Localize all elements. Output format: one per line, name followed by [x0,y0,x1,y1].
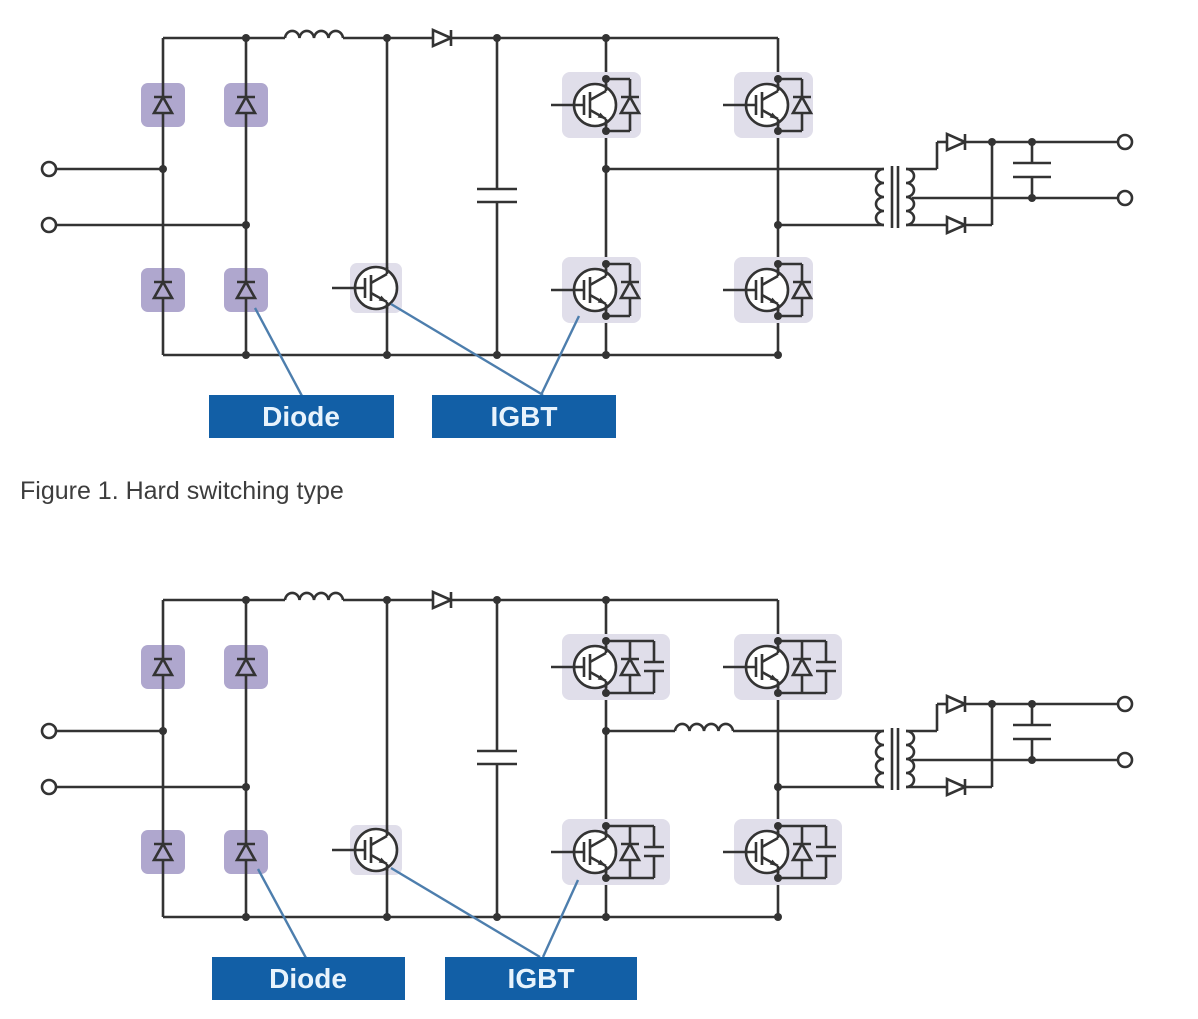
leader-line-igbt [541,879,580,958]
figure1-circuit: Diode IGBT Figure 1. Hard switching type [20,30,1132,505]
igbt-label-box [432,395,616,438]
igbt-label-box [445,957,637,1000]
leader-line-igbt [539,315,581,396]
diode-label: Diode [269,963,347,994]
figure1-caption: Figure 1. Hard switching type [20,477,344,505]
leader-line-igbt [390,866,541,959]
diode-label-box [212,957,405,1000]
resonant-inductor [673,722,735,733]
leader-line-diode [256,868,308,959]
diode-label: Diode [262,401,340,432]
diode-label-box [209,395,394,438]
figure2-circuit: Diode IGBT [42,592,1132,1000]
leader-line-igbt [390,302,544,397]
leader-line-diode [253,307,304,397]
igbt-label: IGBT [508,963,575,994]
igbt-label: IGBT [491,401,558,432]
figure1-hbridge [551,72,884,323]
figure2-hbridge [551,634,884,885]
